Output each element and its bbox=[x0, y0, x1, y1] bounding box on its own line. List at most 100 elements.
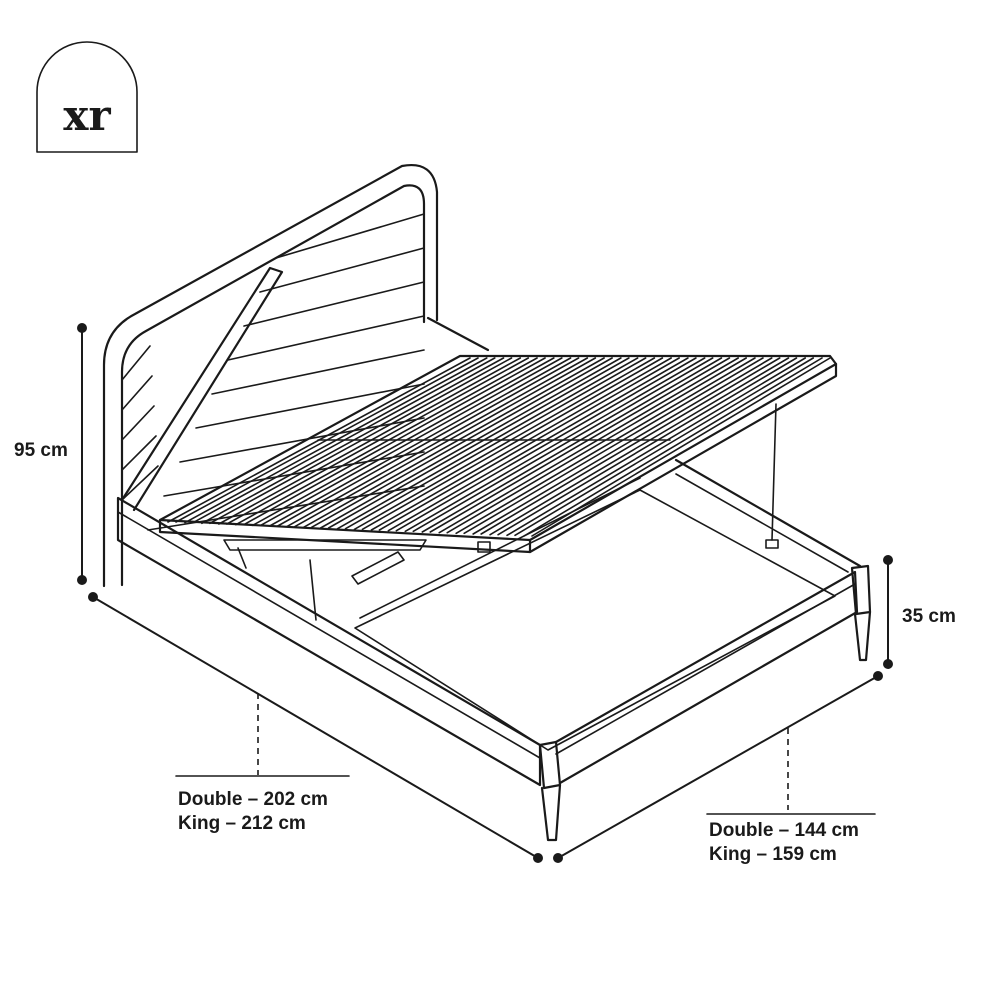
support-beam-2 bbox=[309, 559, 317, 621]
headboard-chevron-slats bbox=[121, 213, 425, 531]
bed-slat bbox=[268, 357, 572, 527]
left-side-rail-edge bbox=[117, 511, 541, 759]
bed-slat-edge bbox=[310, 357, 613, 529]
bed-slat-edge bbox=[327, 357, 630, 529]
left-side-rail bbox=[116, 496, 542, 787]
headboard-slat bbox=[121, 375, 153, 411]
bed-slat bbox=[302, 357, 605, 529]
width-line bbox=[557, 675, 879, 859]
headboard-slat bbox=[121, 435, 157, 471]
logo-arch-frame bbox=[36, 41, 138, 153]
bed-slat-edge bbox=[412, 357, 714, 533]
bed-slat bbox=[506, 357, 807, 537]
lift-mechanism-bracket bbox=[223, 539, 427, 551]
width-label-double: Double – 144 cm bbox=[709, 820, 859, 841]
bed-slat bbox=[455, 357, 756, 535]
headboard-slat bbox=[121, 465, 159, 501]
logo-text: xr bbox=[63, 91, 111, 140]
front-leg bbox=[540, 783, 562, 842]
lifted-slat-platform bbox=[158, 354, 838, 554]
height-headboard-endpoint-top bbox=[77, 323, 87, 333]
bed-slat-edge bbox=[226, 357, 530, 525]
height-base-label: 35 cm bbox=[902, 606, 956, 627]
headboard-slat bbox=[211, 349, 425, 395]
slat-platform-side-edge bbox=[528, 362, 838, 554]
right-side-rail-inner bbox=[675, 473, 849, 573]
bed-slat-edge bbox=[259, 357, 563, 527]
bed-slat-edge bbox=[463, 357, 764, 535]
length-dimension bbox=[88, 592, 543, 863]
length-line bbox=[92, 596, 539, 859]
gas-lift-piston bbox=[351, 551, 405, 585]
width-endpoint-side bbox=[873, 671, 883, 681]
bed-slat-edge bbox=[480, 357, 781, 535]
length-endpoint-back bbox=[88, 592, 98, 602]
bed-slat-edge bbox=[531, 357, 831, 537]
headboard-diagonal-panel bbox=[120, 266, 284, 512]
bed-slat bbox=[523, 357, 823, 537]
headboard-slat bbox=[195, 383, 425, 429]
height-headboard-dimension bbox=[77, 323, 87, 585]
bed-slat-edge bbox=[243, 357, 546, 526]
strap-handle bbox=[765, 539, 779, 549]
length-endpoint-front bbox=[533, 853, 543, 863]
bed-slat bbox=[438, 357, 739, 534]
bed-base bbox=[116, 403, 872, 842]
headboard-slat bbox=[227, 315, 425, 361]
width-dimension bbox=[553, 671, 883, 863]
height-base-endpoint-top bbox=[883, 555, 893, 565]
storage-divider bbox=[359, 477, 641, 619]
bed-slat-edge bbox=[395, 357, 697, 532]
headboard-slat bbox=[259, 247, 425, 293]
bed-slat bbox=[235, 357, 538, 526]
brand-logo: xr bbox=[36, 41, 138, 153]
lift-strap bbox=[771, 403, 777, 541]
right-side-rail-top bbox=[674, 458, 862, 568]
width-label-king: King – 159 cm bbox=[709, 844, 837, 865]
bed-slat bbox=[353, 357, 656, 531]
height-headboard-endpoint-bottom bbox=[77, 575, 87, 585]
bed-slat-edge bbox=[514, 357, 815, 537]
headboard-slat bbox=[179, 417, 425, 463]
height-headboard-label: 95 cm bbox=[14, 440, 68, 461]
bed-slats bbox=[167, 357, 831, 537]
headboard-slat bbox=[121, 405, 155, 441]
bed-slat bbox=[421, 357, 723, 533]
right-leg bbox=[853, 610, 872, 662]
bed-slat-edge bbox=[429, 357, 731, 533]
bed-slat bbox=[218, 357, 522, 525]
bed-slat bbox=[404, 357, 706, 533]
height-base-endpoint-bottom bbox=[883, 659, 893, 669]
length-label-king: King – 212 cm bbox=[178, 813, 306, 834]
support-beam-1 bbox=[237, 547, 247, 569]
bed-slat-edge bbox=[497, 357, 798, 536]
headboard-outer-frame bbox=[102, 163, 439, 588]
bed-slat bbox=[319, 357, 622, 529]
bed-slat bbox=[285, 357, 589, 528]
bed-slat bbox=[251, 357, 555, 527]
back-rail-top bbox=[426, 316, 490, 352]
headboard-slat bbox=[121, 345, 151, 381]
headboard-slat bbox=[243, 281, 425, 327]
bed-slat bbox=[370, 357, 672, 531]
foot-rail bbox=[554, 570, 859, 785]
slat-platform-front-edge bbox=[158, 518, 532, 554]
bed-slat-edge bbox=[293, 357, 597, 528]
bed-slat-edge bbox=[446, 357, 747, 534]
bed-slat-edge bbox=[276, 357, 580, 527]
bed-slat bbox=[336, 357, 639, 530]
height-base-dimension bbox=[883, 555, 893, 669]
bed-slat bbox=[387, 357, 689, 532]
bed-slat-edge bbox=[361, 357, 664, 531]
headboard-slat bbox=[275, 213, 425, 259]
headboard-inner-frame bbox=[120, 184, 426, 587]
bed-slat-edge bbox=[344, 357, 647, 530]
lift-catch bbox=[477, 541, 491, 553]
slat-platform-outline bbox=[158, 354, 838, 542]
storage-floor bbox=[354, 489, 836, 751]
headboard bbox=[102, 163, 439, 588]
width-endpoint-front bbox=[553, 853, 563, 863]
bed-slat-edge bbox=[378, 357, 680, 531]
